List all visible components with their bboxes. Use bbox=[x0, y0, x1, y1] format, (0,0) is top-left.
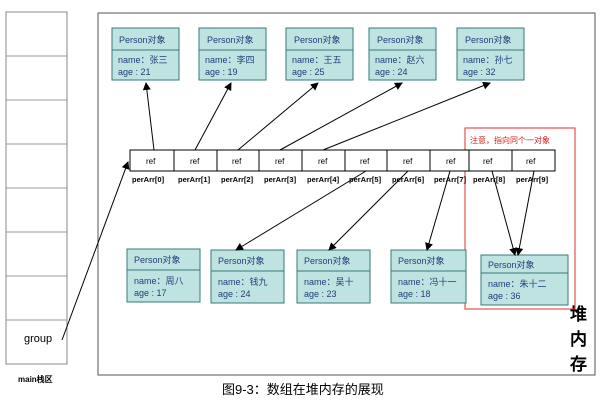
person-object-8-title: Person对象 bbox=[398, 255, 445, 266]
person-object-0-age: age : 21 bbox=[118, 67, 151, 77]
array-cell-7: ref perArr[7] bbox=[434, 157, 467, 184]
person-object-8: Person对象 name：冯十一 age : 18 bbox=[390, 249, 467, 304]
array-cell-9-ref: ref bbox=[526, 157, 536, 166]
person-object-9-age: age : 36 bbox=[488, 291, 521, 301]
person-object-8-age: age : 18 bbox=[398, 289, 431, 299]
ref-arrow-3 bbox=[279, 82, 403, 151]
ref-arrow-2 bbox=[237, 82, 319, 151]
array-index-2: perArr[2] bbox=[221, 175, 254, 184]
person-object-2-name: name：王五 bbox=[292, 55, 342, 65]
person-object-2-title: Person对象 bbox=[294, 34, 341, 45]
figure-caption: 图9-3：数组在堆内存的展现 bbox=[222, 382, 384, 397]
array-index-8: perArr[8] bbox=[473, 175, 506, 184]
person-object-0-name: name：张三 bbox=[118, 55, 168, 65]
ref-arrow-4 bbox=[322, 81, 491, 151]
person-object-1-name: name：李四 bbox=[205, 54, 255, 65]
ref-arrow-5 bbox=[235, 170, 367, 251]
same-object-note: 注意，指向同个一对象 bbox=[470, 135, 550, 145]
person-object-4: Person对象 name：孙七 age : 32 bbox=[456, 27, 525, 81]
array-cell-6-ref: ref bbox=[403, 157, 413, 166]
person-object-2-age: age : 25 bbox=[292, 67, 325, 77]
group-to-array-arrow bbox=[61, 161, 130, 341]
array-cell-0: ref perArr[0] bbox=[132, 157, 165, 184]
array-cell-0-ref: ref bbox=[146, 157, 156, 166]
array-index-0: perArr[0] bbox=[132, 175, 165, 184]
heap-label-char-2: 内 bbox=[570, 329, 587, 349]
ref-arrow-9 bbox=[515, 170, 535, 256]
array-index-1: perArr[1] bbox=[178, 175, 211, 184]
person-object-4-age: age : 32 bbox=[463, 67, 496, 77]
person-object-9-name: name：朱十二 bbox=[488, 278, 547, 289]
person-object-1-age: age : 19 bbox=[205, 67, 238, 77]
person-object-3: Person对象 name：赵六 age : 24 bbox=[368, 27, 437, 81]
group-variable-label: group bbox=[24, 333, 52, 345]
person-object-6-title: Person对象 bbox=[218, 255, 265, 266]
array-cell-6: ref perArr[6] bbox=[392, 157, 425, 184]
person-object-2: Person对象 name：王五 age : 25 bbox=[285, 27, 354, 81]
array-cell-5: ref perArr[5] bbox=[349, 157, 382, 184]
person-object-6-name: name：钱九 bbox=[218, 276, 268, 287]
ref-arrow-0 bbox=[142, 82, 155, 151]
array-index-3: perArr[3] bbox=[264, 175, 297, 184]
same-object-note-box bbox=[464, 127, 576, 310]
array-cell-2-ref: ref bbox=[232, 157, 242, 166]
array-cell-1-ref: ref bbox=[190, 157, 200, 166]
array-cell-1: ref perArr[1] bbox=[178, 157, 211, 184]
ref-arrow-8 bbox=[491, 170, 518, 256]
main-stack: group main栈区 bbox=[5, 11, 68, 384]
person-object-5-age: age : 17 bbox=[134, 288, 167, 298]
array-cell-3: ref perArr[3] bbox=[264, 157, 297, 184]
person-object-0: Person对象 name：张三 age : 21 bbox=[111, 27, 180, 81]
ref-arrow-1 bbox=[194, 82, 232, 151]
person-object-8-name: name：冯十一 bbox=[398, 276, 457, 287]
person-object-1: Person对象 name：李四 age : 19 bbox=[198, 27, 267, 81]
array-cell-5-ref: ref bbox=[360, 157, 370, 166]
ref-arrow-6 bbox=[328, 170, 409, 251]
person-object-6: Person对象 name：钱九 age : 24 bbox=[210, 249, 285, 304]
heap-label-char-1: 堆 bbox=[570, 304, 587, 324]
person-object-3-title: Person对象 bbox=[377, 34, 424, 45]
person-object-9-title: Person对象 bbox=[488, 259, 535, 270]
person-object-1-title: Person对象 bbox=[207, 34, 254, 45]
ref-array: ref perArr[0] ref perArr[1] ref perArr[2… bbox=[129, 149, 556, 184]
person-object-4-title: Person对象 bbox=[465, 34, 512, 45]
array-cell-3-ref: ref bbox=[275, 157, 285, 166]
heap-label-char-3: 存 bbox=[570, 354, 587, 374]
array-cell-8-ref: ref bbox=[483, 157, 493, 166]
array-index-6: perArr[6] bbox=[392, 175, 425, 184]
person-object-6-age: age : 24 bbox=[218, 289, 251, 299]
person-object-3-name: name：赵六 bbox=[375, 54, 425, 65]
person-object-3-age: age : 24 bbox=[375, 67, 408, 77]
ref-arrow-7 bbox=[425, 170, 451, 251]
array-cell-4: ref perArr[4] bbox=[307, 157, 340, 184]
person-object-7: Person对象 name：吴十 age : 23 bbox=[296, 249, 371, 304]
person-object-7-name: name：吴十 bbox=[304, 276, 354, 287]
array-cell-7-ref: ref bbox=[446, 157, 456, 166]
person-object-4-name: name：孙七 bbox=[463, 54, 513, 65]
person-object-7-title: Person对象 bbox=[304, 255, 351, 266]
person-object-7-age: age : 23 bbox=[304, 289, 337, 299]
stack-label: main栈区 bbox=[18, 374, 53, 384]
array-cell-8: ref perArr[8] bbox=[473, 157, 506, 184]
array-cell-4-ref: ref bbox=[318, 157, 328, 166]
person-object-5-title: Person对象 bbox=[134, 254, 181, 265]
person-object-5: Person对象 name：周八 age : 17 bbox=[126, 248, 201, 303]
array-index-5: perArr[5] bbox=[349, 175, 382, 184]
reference-arrows bbox=[142, 81, 535, 256]
array-cell-2: ref perArr[2] bbox=[221, 157, 254, 184]
array-index-4: perArr[4] bbox=[307, 175, 340, 184]
heap-area bbox=[97, 12, 596, 376]
person-object-5-name: name：周八 bbox=[134, 276, 184, 286]
heap-label: 堆 内 存 bbox=[570, 304, 587, 374]
person-object-9: Person对象 name：朱十二 age : 36 bbox=[480, 254, 569, 306]
array-index-7: perArr[7] bbox=[434, 175, 467, 184]
person-object-0-title: Person对象 bbox=[119, 34, 166, 45]
